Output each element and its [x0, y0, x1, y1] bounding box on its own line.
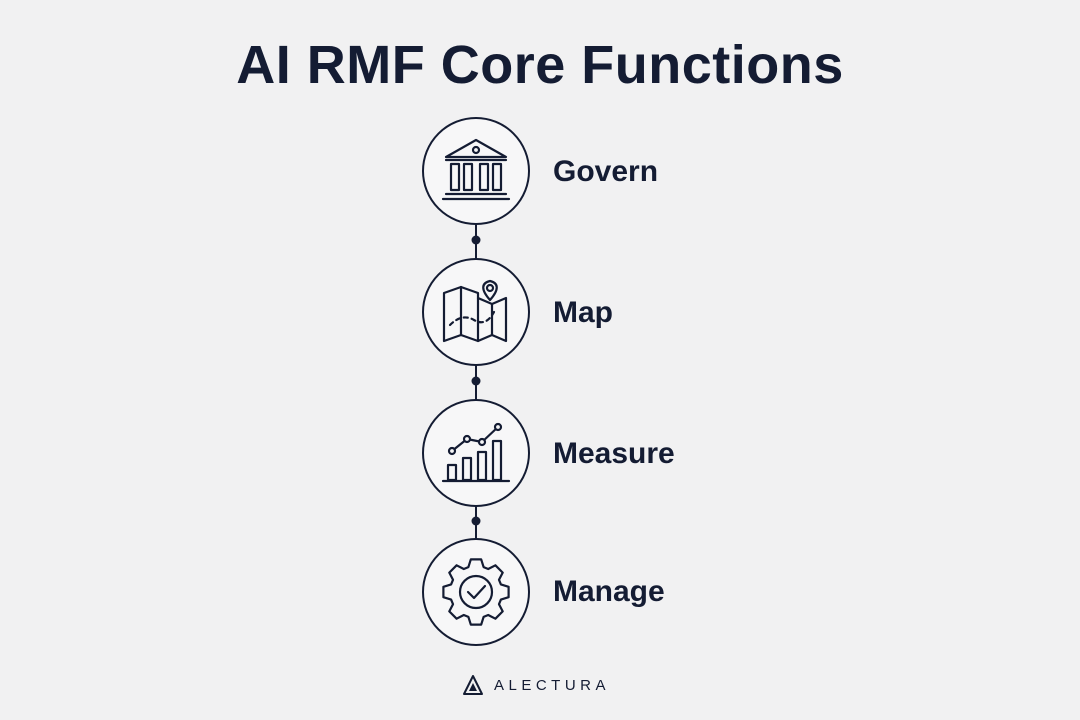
step-circle — [422, 538, 530, 646]
step-measure — [422, 399, 530, 507]
step-label-manage: Manage — [553, 575, 665, 608]
step-circle — [422, 117, 530, 225]
step-map — [422, 258, 530, 366]
connectors — [471, 223, 481, 540]
map-pin-icon — [442, 279, 508, 343]
step-govern — [422, 117, 530, 225]
bar-chart-trend-icon — [441, 422, 511, 483]
triangle-logo-icon — [463, 675, 483, 695]
brand-name: ALECTURA — [494, 676, 611, 694]
step-label-map: Map — [553, 296, 613, 329]
step-circle — [422, 258, 530, 366]
step-circle — [422, 399, 530, 507]
brand-logo: ALECTURA — [462, 672, 610, 698]
step-manage — [422, 538, 530, 646]
gear-check-icon — [442, 558, 510, 626]
step-label-govern: Govern — [553, 155, 659, 188]
connector-dot — [471, 235, 481, 245]
government-building-icon — [441, 138, 511, 201]
connector-dot — [471, 516, 481, 526]
step-label-measure: Measure — [553, 437, 675, 470]
page-title: AI RMF Core Functions — [236, 35, 844, 95]
connector-dot — [471, 376, 481, 386]
